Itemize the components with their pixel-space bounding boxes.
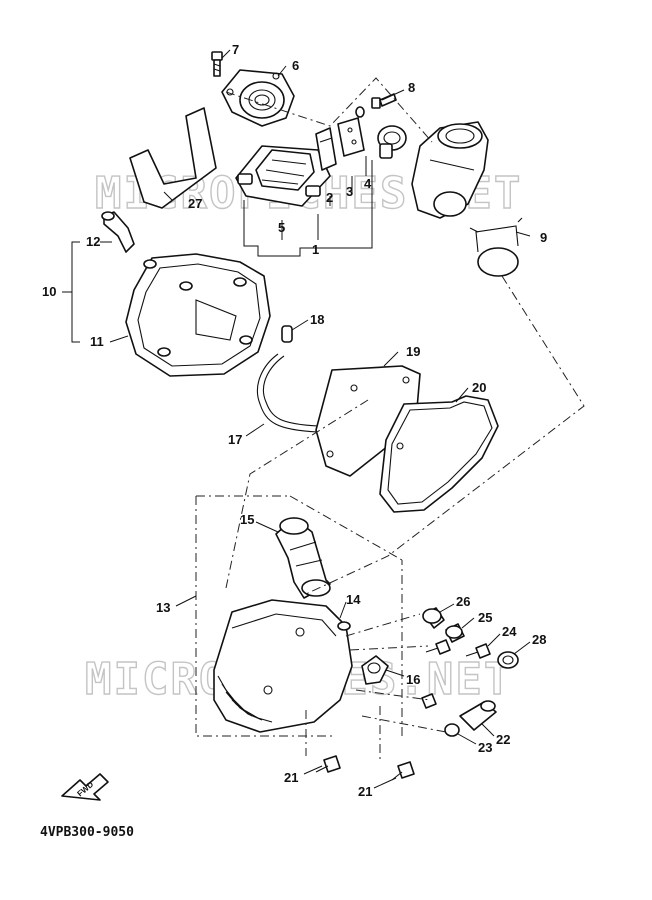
bolt-8 <box>371 93 397 109</box>
callout-4: 4 <box>364 176 372 191</box>
callout-7: 7 <box>232 42 239 57</box>
callout-2: 2 <box>326 190 333 205</box>
callout-15: 15 <box>240 512 254 527</box>
elbow-fitting-12 <box>101 211 135 253</box>
document-number: 4VPB300-9050 <box>40 825 134 840</box>
callout-12: 12 <box>86 234 100 249</box>
screw-center <box>425 639 451 655</box>
callout-14: 14 <box>346 592 361 607</box>
screw-21-left <box>315 755 341 773</box>
callout-23: 23 <box>478 740 492 755</box>
leader-lines <box>62 49 531 789</box>
callout-5: 5 <box>278 220 285 235</box>
callout-20: 20 <box>472 380 486 395</box>
callout-6: 6 <box>292 58 299 73</box>
callout-22: 22 <box>496 732 510 747</box>
cover-11 <box>125 253 271 377</box>
clamp-28 <box>497 651 519 669</box>
bracket-27 <box>129 107 217 209</box>
callout-18: 18 <box>310 312 324 327</box>
reed-stopper-2 <box>315 127 337 171</box>
callout-24: 24 <box>502 624 517 639</box>
spring-clip-9 <box>469 217 523 277</box>
bolt-7 <box>211 51 223 77</box>
screw-side <box>421 693 437 709</box>
callout-21-right: 21 <box>358 784 372 799</box>
intake-duct-15 <box>275 517 331 599</box>
callout-28: 28 <box>532 632 546 647</box>
callout-27: 27 <box>188 196 202 211</box>
callout-25: 25 <box>478 610 492 625</box>
hose-clamp <box>377 125 407 159</box>
callout-11: 11 <box>90 334 104 349</box>
callout-16: 16 <box>406 672 420 687</box>
callout-1: 1 <box>312 242 319 257</box>
callout-21-left: 21 <box>284 770 298 785</box>
callout-3: 3 <box>346 184 353 199</box>
reed-valve-5 <box>235 145 331 207</box>
washer-4 <box>355 106 365 118</box>
intake-housing <box>411 121 489 219</box>
fwd-arrow-icon: FWD <box>61 773 109 801</box>
callout-13: 13 <box>156 600 170 615</box>
callout-10: 10 <box>42 284 56 299</box>
callout-9: 9 <box>540 230 547 245</box>
dowel-18 <box>281 325 293 343</box>
callout-8: 8 <box>408 80 415 95</box>
grommet-16 <box>361 655 389 685</box>
seal-strip-17 <box>256 353 319 433</box>
intake-joint-6 <box>221 69 295 127</box>
callout-19: 19 <box>406 344 420 359</box>
reed-plate-3 <box>337 117 365 157</box>
hose-22 <box>459 700 497 731</box>
gasket-20 <box>379 395 499 513</box>
air-cleaner-case-14 <box>213 599 353 733</box>
callout-17: 17 <box>228 432 242 447</box>
screw-24 <box>465 643 491 659</box>
callout-26: 26 <box>456 594 470 609</box>
screw-21-right <box>391 761 415 781</box>
collar-26 <box>422 607 445 629</box>
cap-23 <box>444 723 460 737</box>
collar-25 <box>445 623 465 643</box>
